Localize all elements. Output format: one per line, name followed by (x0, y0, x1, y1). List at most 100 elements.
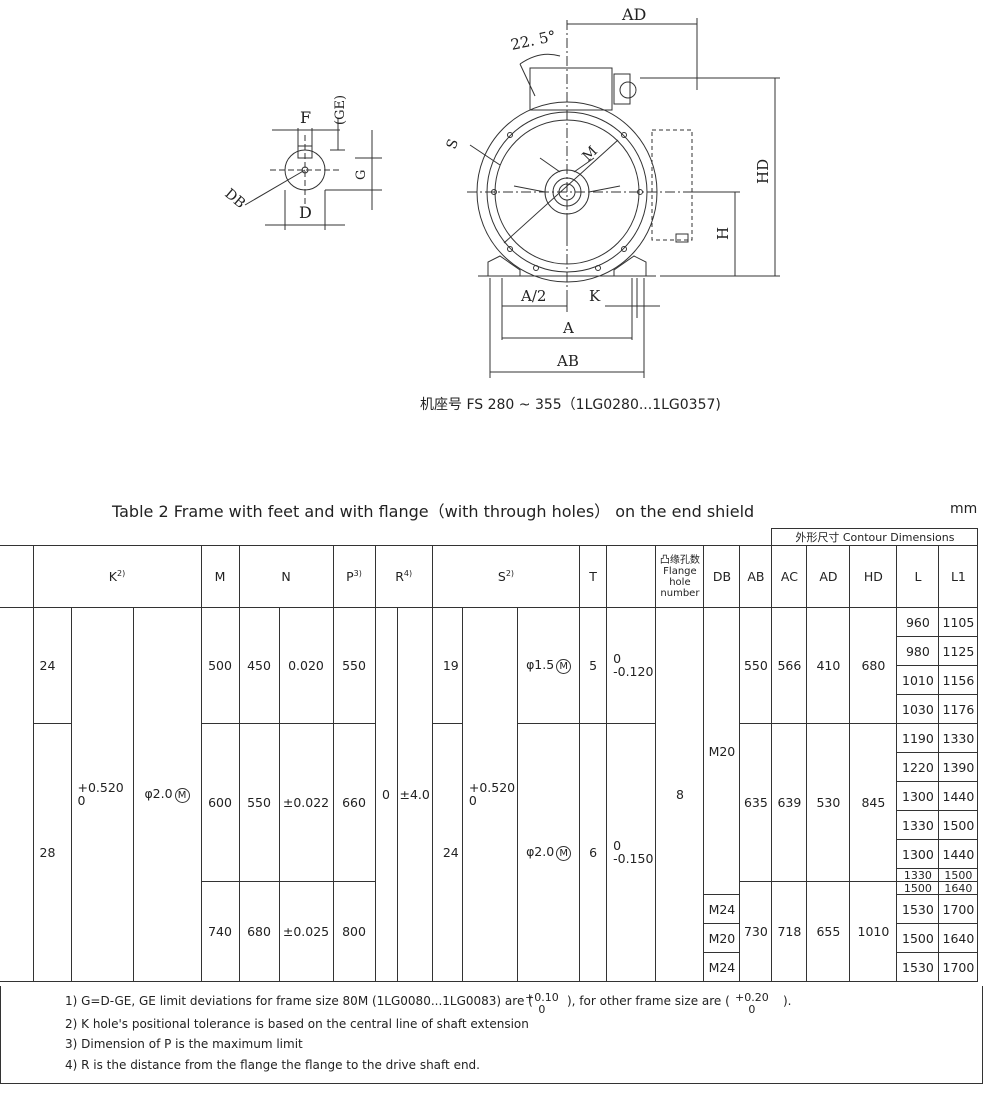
motor-end-view-drawing (467, 18, 780, 378)
cell-l: 960 (896, 607, 940, 637)
cell-r-tolerance: ±4.0 (396, 607, 433, 982)
label-h: H (714, 227, 732, 240)
cell-ac-718: 718 (771, 881, 808, 982)
note-1-middle: ), for other frame size are ( (567, 994, 730, 1008)
note-3: 3) Dimension of P is the maximum limit (65, 1037, 303, 1051)
header-n: N (238, 545, 334, 608)
cell-t-tol-2: 0-0.150 (606, 723, 657, 982)
label-s: S (444, 137, 462, 151)
cell-l1: 1500 (938, 868, 979, 882)
cell-ab-730: 730 (739, 881, 773, 982)
cell-n-550: 550 (238, 723, 280, 882)
cell-l: 1300 (896, 839, 940, 869)
cell-t-5: 5 (579, 607, 608, 724)
cell-n-450: 450 (238, 607, 280, 724)
cell-flange-holes: 8 (655, 607, 705, 982)
header-t: T (579, 545, 608, 608)
cell-db-m20: M20 (703, 607, 741, 895)
cell-db-m20: M20 (703, 923, 741, 953)
cell-l1: 1640 (938, 923, 979, 953)
cell-t-6: 6 (579, 723, 608, 982)
cell-t-tol-1: 0-0.120 (606, 607, 657, 724)
cell-p-800: 800 (332, 881, 376, 982)
cell-n-680: 680 (238, 881, 280, 982)
shaft-end-drawing (244, 118, 382, 230)
cell-l: 980 (896, 636, 940, 666)
cell-l1: 1156 (938, 665, 979, 695)
cell-p-550: 550 (332, 607, 376, 724)
cell-l1: 1700 (938, 952, 979, 982)
cell-ad-655: 655 (806, 881, 851, 982)
note-2: 2) K hole's positional tolerance is base… (65, 1017, 529, 1031)
cell-ac-639: 639 (771, 723, 808, 882)
table-row: 980 1125 (0, 636, 979, 666)
cell-ad-530: 530 (806, 723, 851, 882)
header-db: DB (703, 545, 741, 608)
header-k: K2) (32, 545, 202, 608)
row-label-blank (0, 607, 34, 982)
cell-l1: 1500 (938, 810, 979, 840)
dimensions-table: 外形尺寸 Contour Dimensions K2) M N P3) R4) … (0, 528, 979, 982)
table-header-row: K2) M N P3) R4) S2) T 凸缘孔数 Flange hole n… (0, 545, 979, 608)
label-angle: 22. 5° (509, 27, 557, 54)
table-row: 1030 1176 (0, 694, 979, 724)
cell-k-24: 24 (32, 607, 72, 724)
cell-m-500: 500 (200, 607, 240, 724)
header-flange-holes: 凸缘孔数 Flange hole number (655, 545, 705, 608)
cell-l: 1220 (896, 752, 940, 782)
cell-n-tol-1: 0.020 (278, 607, 334, 724)
cell-db-m24: M24 (703, 894, 741, 924)
header-l1: L1 (938, 545, 979, 608)
contour-dimensions-header: 外形尺寸 Contour Dimensions (771, 528, 979, 546)
label-k: K (589, 287, 601, 305)
label-hd: HD (754, 159, 772, 184)
technical-drawings: F (GE) G D DB (221, 5, 780, 378)
cell-k-28: 28 (32, 723, 72, 982)
cell-l1: 1330 (938, 723, 979, 753)
cell-l1: 1700 (938, 894, 979, 924)
label-g: G (354, 170, 369, 180)
cell-db-m24: M24 (703, 952, 741, 982)
cell-ab-550: 550 (739, 607, 773, 724)
cell-ad-410: 410 (806, 607, 851, 724)
cell-l1: 1105 (938, 607, 979, 637)
table-row: 1010 1156 (0, 665, 979, 695)
label-m: M (580, 143, 601, 164)
label-d: D (299, 203, 312, 222)
cell-l: 1330 (896, 810, 940, 840)
label-f: F (300, 108, 311, 127)
table-notes: 1) G=D-GE, GE limit deviations for frame… (0, 986, 983, 1084)
cell-l1: 1640 (938, 881, 979, 895)
cell-m-740: 740 (200, 881, 240, 982)
cell-l1: 1125 (938, 636, 979, 666)
cell-l: 1530 (896, 894, 940, 924)
cell-hd-1010: 1010 (849, 881, 898, 982)
cell-l: 1530 (896, 952, 940, 982)
table-row: M24 1530 1700 (0, 952, 979, 982)
cell-ab-635: 635 (739, 723, 773, 882)
cell-n-tol-2: ±0.022 (278, 723, 334, 882)
cell-l: 1500 (896, 881, 940, 895)
label-db: DB (221, 186, 248, 212)
cell-m-600: 600 (200, 723, 240, 882)
label-ge: (GE) (333, 95, 348, 125)
cell-l: 1030 (896, 694, 940, 724)
cell-l: 1500 (896, 923, 940, 953)
cell-l: 1010 (896, 665, 940, 695)
header-t-tol (606, 545, 657, 608)
table-row: M20 1500 1640 (0, 923, 979, 953)
header-l: L (896, 545, 940, 608)
note-1-end: ). (783, 994, 792, 1008)
header-ab: AB (739, 545, 773, 608)
cell-l1: 1440 (938, 781, 979, 811)
table-row: M24 1530 1700 (0, 894, 979, 924)
drawing-caption: 机座号 FS 280 ~ 355（1LG0280...1LG0357) (420, 397, 721, 413)
cell-r-value: 0 (374, 607, 398, 982)
header-s: S2) (431, 545, 581, 608)
label-a: A (562, 319, 574, 337)
cell-hd-845: 845 (849, 723, 898, 882)
